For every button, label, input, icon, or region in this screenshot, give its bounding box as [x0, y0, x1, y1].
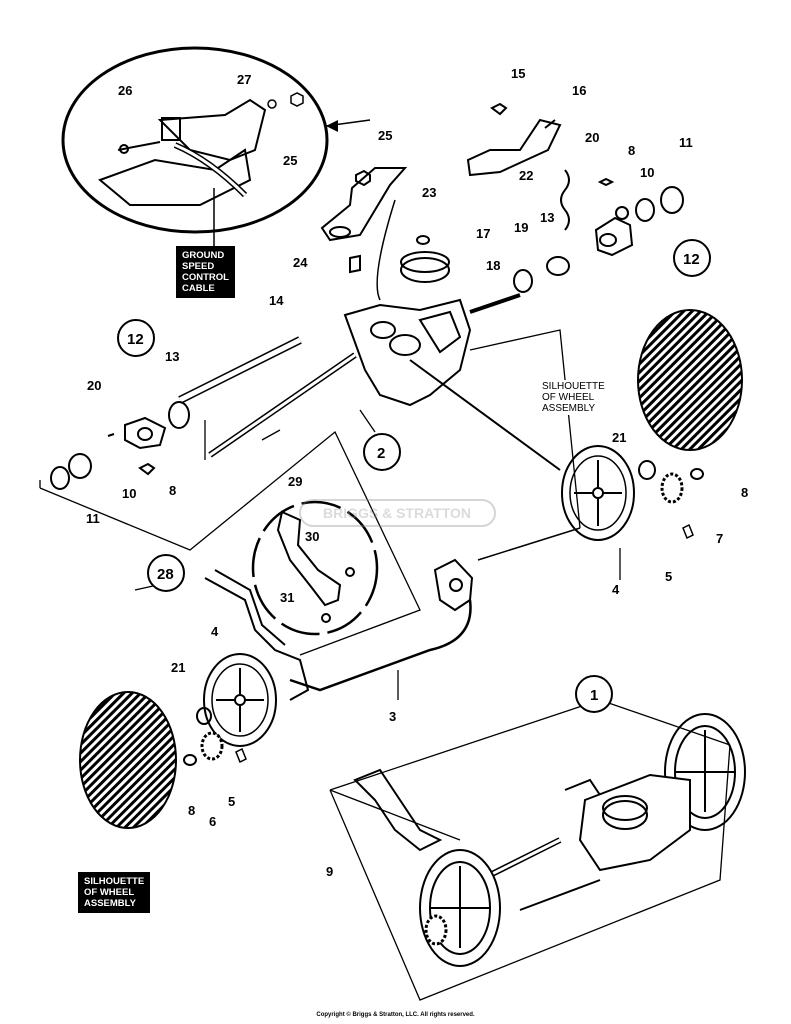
- part-label-26: 26: [118, 83, 132, 98]
- copyright-notice: Copyright © Briggs & Stratton, LLC. All …: [316, 1012, 475, 1018]
- part-label-8: 8: [169, 483, 176, 498]
- part-label-5: 5: [228, 794, 235, 809]
- part-label-4: 4: [211, 624, 219, 639]
- part-label-12: 12: [127, 331, 144, 348]
- part-label-29: 29: [288, 474, 302, 489]
- part-label-10: 10: [122, 486, 136, 501]
- part-label-7: 7: [716, 531, 723, 546]
- part-label-3: 3: [389, 709, 396, 724]
- svg-text:BRIGGS & STRATTON: BRIGGS & STRATTON: [323, 505, 471, 521]
- ground-speed-control-cable-label: GROUND SPEED CONTROL CABLE: [176, 246, 235, 298]
- part-label-17: 17: [476, 226, 490, 241]
- part-label-9: 9: [326, 864, 333, 879]
- part-label-20: 20: [585, 130, 599, 145]
- part-label-11: 11: [679, 135, 693, 150]
- part-label-8: 8: [741, 485, 748, 500]
- part-label-13: 13: [540, 210, 554, 225]
- part-label-1: 1: [590, 687, 598, 704]
- wheel-silhouette-label-left: SILHOUETTE OF WHEEL ASSEMBLY: [78, 872, 151, 913]
- part-label-8: 8: [188, 803, 195, 818]
- assembled-view: [353, 713, 746, 967]
- part-label-21: 21: [612, 430, 626, 445]
- part-label-22: 22: [519, 168, 533, 183]
- part-label-10: 10: [640, 165, 654, 180]
- part-label-25: 25: [283, 153, 297, 168]
- left-axle-hardware: [50, 401, 190, 490]
- axle-rod-group: [204, 527, 581, 701]
- part-label-16: 16: [572, 83, 586, 98]
- part-label-6: 6: [209, 814, 216, 829]
- detail-28-bracket: [251, 500, 379, 636]
- part-label-21: 21: [171, 660, 185, 675]
- part-label-19: 19: [514, 220, 528, 235]
- watermark: BRIGGS & STRATTON: [299, 499, 496, 527]
- wheel-silhouette-label-right: SILHOUETTE OF WHEEL ASSEMBLY: [540, 380, 607, 415]
- part-label-27: 27: [237, 72, 251, 87]
- part-label-11: 11: [86, 511, 100, 526]
- part-label-13: 13: [165, 349, 179, 364]
- part-label-8: 8: [628, 143, 635, 158]
- part-label-31: 31: [280, 590, 294, 605]
- part-label-25: 25: [378, 128, 392, 143]
- part-label-30: 30: [305, 529, 319, 544]
- transmission-assembly: [178, 199, 561, 471]
- part-label-5: 5: [665, 569, 672, 584]
- part-label-12: 12: [683, 251, 700, 268]
- part-label-14: 14: [269, 293, 284, 308]
- left-wheel-group: [79, 653, 277, 829]
- right-wheel-group: [561, 309, 743, 541]
- part-label-23: 23: [422, 185, 436, 200]
- part-label-28: 28: [157, 566, 174, 583]
- leader-lines: [39, 329, 731, 1001]
- part-number-labels: 26 27 25 25 15 16 23 20 8 10 11 22 17 19…: [86, 66, 748, 879]
- part-label-20: 20: [87, 378, 101, 393]
- circled-callouts: [117, 239, 711, 713]
- detail-circle: [61, 46, 371, 247]
- part-label-18: 18: [486, 258, 500, 273]
- part-label-4: 4: [612, 582, 620, 597]
- part-label-24: 24: [293, 255, 308, 270]
- part-label-15: 15: [511, 66, 525, 81]
- part-label-2: 2: [377, 445, 385, 462]
- upper-bracket-group: [320, 102, 684, 293]
